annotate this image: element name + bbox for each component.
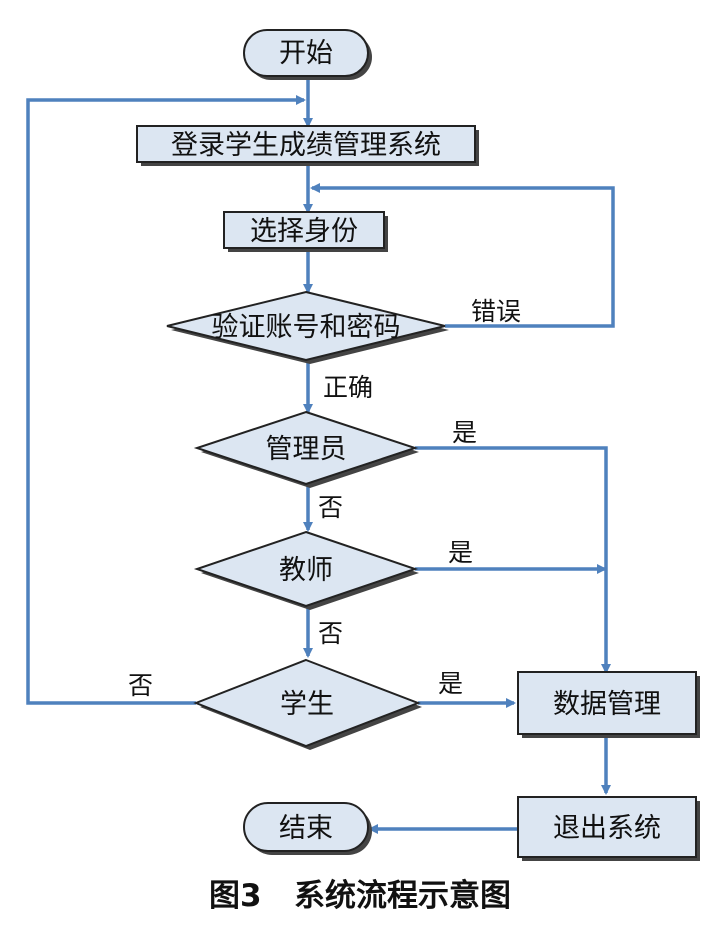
arrow-admin-yes (415, 446, 611, 674)
exit-label: 退出系统 (553, 813, 661, 844)
select-identity-node: 选择身份 (223, 211, 388, 252)
student-no-label: 否 (128, 671, 153, 700)
teacher-label: 教师 (279, 555, 333, 586)
arrow-verify-error-loop (310, 183, 615, 328)
verify-correct-label: 正确 (323, 373, 373, 402)
student-decision: 学生 (193, 658, 422, 750)
select-identity-label: 选择身份 (250, 216, 358, 247)
admin-no-label: 否 (318, 493, 343, 522)
verify-decision: 验证账号和密码 (166, 290, 449, 364)
data-management-label: 数据管理 (553, 689, 661, 720)
student-label: 学生 (280, 689, 334, 720)
admin-label: 管理员 (266, 434, 347, 465)
verify-label: 验证账号和密码 (212, 312, 401, 343)
login-label: 登录学生成绩管理系统 (171, 130, 441, 161)
end-label: 结束 (279, 813, 333, 844)
login-node: 登录学生成绩管理系统 (136, 125, 479, 166)
end-node: 结束 (243, 802, 372, 855)
teacher-decision: 教师 (193, 530, 419, 610)
start-label: 开始 (279, 38, 333, 69)
figure-caption: 图3 系统流程示意图 (209, 878, 511, 914)
exit-node: 退出系统 (517, 796, 700, 861)
admin-decision: 管理员 (193, 410, 419, 488)
teacher-no-label: 否 (318, 619, 343, 648)
student-yes-label: 是 (438, 669, 463, 698)
data-management-node: 数据管理 (517, 671, 700, 738)
admin-yes-label: 是 (452, 418, 477, 447)
verify-error-label: 错误 (471, 297, 521, 326)
start-node: 开始 (243, 29, 372, 80)
teacher-yes-label: 是 (448, 538, 473, 567)
arrow-student-no-loop (26, 95, 306, 705)
